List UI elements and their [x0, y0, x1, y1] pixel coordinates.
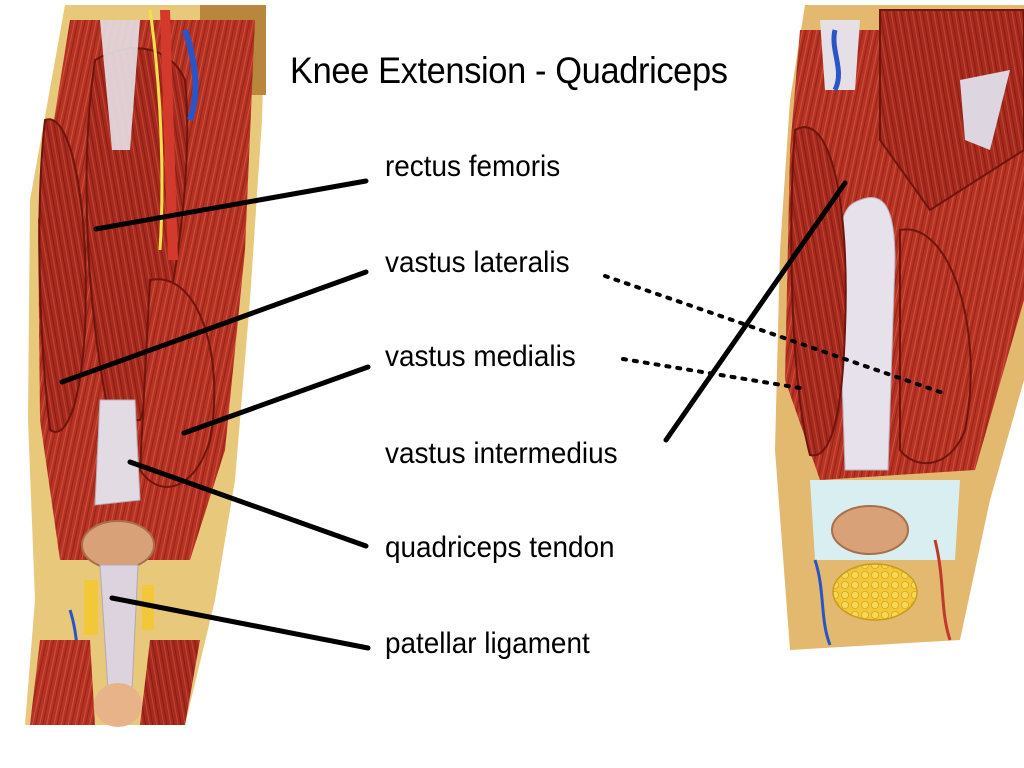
left-patella	[81, 520, 155, 570]
right-vastus-intermedius	[837, 197, 896, 471]
left-vastus-lateralis	[38, 118, 87, 433]
leader-rectus-femoris	[93, 178, 369, 232]
left-knee-fat	[84, 580, 98, 635]
leader-vastus-medialis-dotted	[621, 357, 808, 391]
leader-quadriceps-tendon	[127, 459, 369, 549]
left-quadriceps-tendon	[94, 399, 141, 506]
right-fat-pad	[832, 563, 918, 621]
right-patella	[831, 505, 909, 555]
label-vastus-intermedius: vastus intermedius	[385, 437, 618, 470]
left-tibia-head	[94, 683, 142, 727]
right-vastus-medialis	[899, 228, 972, 464]
leader-vastus-intermedius	[663, 180, 848, 443]
leader-vastus-lateralis	[59, 269, 369, 385]
right-upper-tendon	[820, 20, 860, 90]
leader-vastus-medialis	[181, 364, 371, 436]
right-vein	[831, 29, 841, 92]
leader-vastus-lateralis-dotted	[603, 274, 945, 395]
right-knee-vessels-2	[933, 539, 952, 641]
leader-lines	[59, 178, 945, 651]
label-quadriceps-tendon: quadriceps tendon	[385, 531, 615, 564]
right-upper-muscle	[879, 9, 1024, 212]
left-vein	[182, 29, 199, 121]
left-femoral-vessels	[160, 10, 178, 260]
right-vastus-lateralis	[790, 126, 847, 457]
left-shin	[30, 640, 95, 725]
left-upper-tendon	[100, 20, 140, 150]
label-vastus-lateralis: vastus lateralis	[385, 246, 570, 279]
right-upper-tendon-2	[960, 70, 1010, 150]
right-thigh-illustration	[775, 5, 1024, 650]
left-shin-2	[140, 640, 200, 725]
label-vastus-medialis: vastus medialis	[385, 340, 576, 373]
leader-patellar-ligament	[109, 595, 371, 651]
slide-title: Knee Extension - Quadriceps	[290, 50, 728, 91]
label-patellar-ligament: patellar ligament	[385, 627, 590, 660]
label-rectus-femoris: rectus femoris	[385, 150, 561, 183]
right-knee-vessels	[813, 559, 832, 646]
